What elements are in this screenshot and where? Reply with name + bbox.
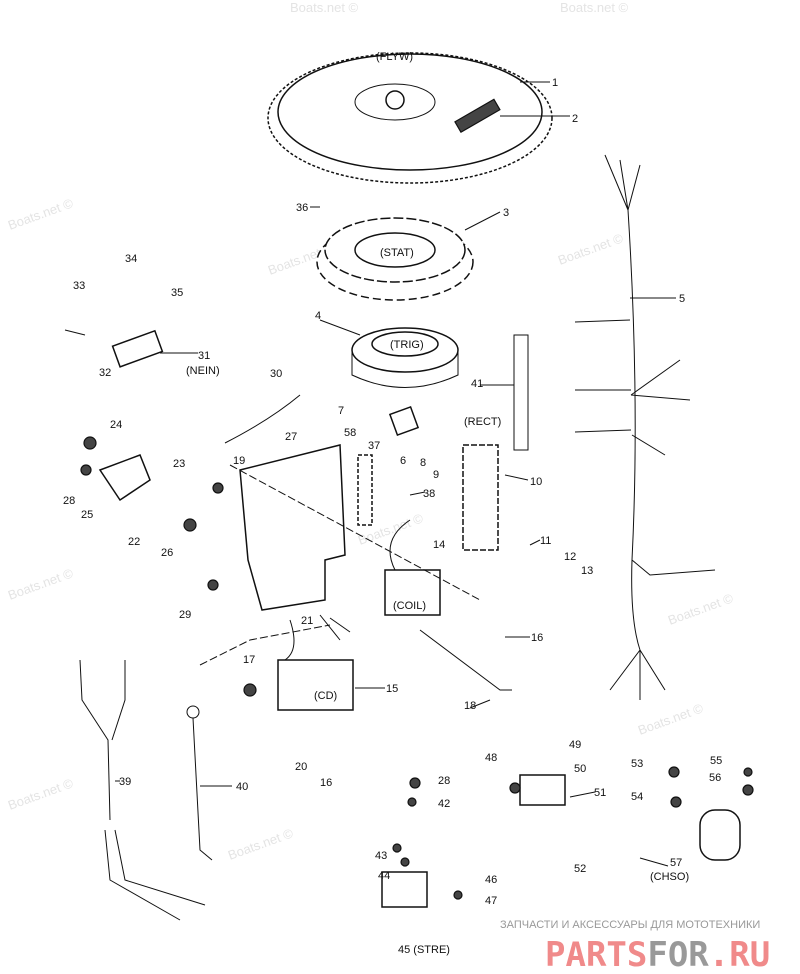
callout-21: 21	[301, 615, 313, 627]
callout-19: 19	[233, 455, 245, 467]
flywheel	[267, 52, 553, 184]
watermark: Boats.net ©	[6, 195, 76, 233]
watermark: Boats.net ©	[290, 0, 359, 15]
ignition-coil	[384, 519, 512, 691]
site-brand: PARTSFOR.RU	[545, 935, 770, 974]
callout-24: 24	[110, 419, 122, 431]
small-parts	[64, 329, 754, 908]
callout-48: 48	[485, 752, 497, 764]
callout-28b: 28	[438, 775, 450, 787]
watermark: Boats.net ©	[6, 775, 76, 813]
callout-38: 38	[423, 488, 435, 500]
callout-18: 18	[464, 700, 476, 712]
callout-27: 27	[285, 431, 297, 443]
watermark: Boats.net ©	[666, 590, 736, 628]
callout-16b: 16	[320, 777, 332, 789]
label-stre: 45 (STRE)	[398, 944, 450, 956]
label-chso: (CHSO)	[650, 871, 689, 883]
callout-15: 15	[386, 683, 398, 695]
callout-33: 33	[73, 280, 85, 292]
watermark: Boats.net ©	[556, 230, 626, 268]
stator	[316, 217, 474, 301]
callout-10: 10	[530, 476, 542, 488]
site-watermark: ЗАПЧАСТИ И АКСЕССУАРЫ ДЛЯ МОТОТЕХНИКИ PA…	[500, 919, 770, 974]
site-tagline: ЗАПЧАСТИ И АКСЕССУАРЫ ДЛЯ МОТОТЕХНИКИ	[500, 919, 760, 931]
callout-39: 39	[119, 776, 131, 788]
label-flyw: (FLYW)	[376, 51, 413, 63]
callout-32: 32	[99, 367, 111, 379]
callout-2: 2	[572, 113, 578, 125]
callout-46: 46	[485, 874, 497, 886]
callout-56: 56	[709, 772, 721, 784]
callout-12: 12	[564, 551, 576, 563]
callout-47: 47	[485, 895, 497, 907]
callouts: 1 2 36 3 5 34 35 33 32 31 4 30 41 7 6 8 …	[63, 77, 722, 907]
part-labels: (FLYW) (STAT) (TRIG) (RECT) (NEIN) (COIL…	[186, 51, 689, 956]
callout-8: 8	[420, 457, 426, 469]
callout-52: 52	[574, 863, 586, 875]
label-rect: (RECT)	[464, 416, 501, 428]
callout-51: 51	[594, 787, 606, 799]
callout-53: 53	[631, 758, 643, 770]
callout-14: 14	[433, 539, 445, 551]
callout-13: 13	[581, 565, 593, 577]
terminal-strip	[357, 454, 373, 526]
callout-54: 54	[631, 791, 643, 803]
callout-29: 29	[179, 609, 191, 621]
callout-25: 25	[81, 509, 93, 521]
callout-5: 5	[679, 293, 685, 305]
callout-55: 55	[710, 755, 722, 767]
callout-37: 37	[368, 440, 380, 452]
watermark: Boats.net ©	[6, 565, 76, 603]
callout-23: 23	[173, 458, 185, 470]
trigger	[351, 327, 459, 388]
callout-42: 42	[438, 798, 450, 810]
callout-16: 16	[531, 632, 543, 644]
callout-40: 40	[236, 781, 248, 793]
callout-17: 17	[243, 654, 255, 666]
callout-57: 57	[670, 857, 682, 869]
callout-3: 3	[503, 207, 509, 219]
callout-1: 1	[552, 77, 558, 89]
callout-58: 58	[344, 427, 356, 439]
callout-20: 20	[295, 761, 307, 773]
callout-49: 49	[569, 739, 581, 751]
cd-module	[277, 659, 354, 711]
callout-50: 50	[574, 763, 586, 775]
rectifier	[388, 405, 420, 437]
label-trig: (TRIG)	[390, 339, 424, 351]
label-stat: (STAT)	[380, 247, 414, 259]
callout-44: 44	[378, 870, 390, 882]
callout-43: 43	[375, 850, 387, 862]
callout-28: 28	[63, 495, 75, 507]
callout-26: 26	[161, 547, 173, 559]
callout-7: 7	[338, 405, 344, 417]
label-cd: (CD)	[314, 690, 337, 702]
callout-22: 22	[128, 536, 140, 548]
label-coil: (COIL)	[393, 600, 426, 612]
mounting-bracket	[239, 444, 346, 611]
callout-34: 34	[125, 253, 137, 265]
callout-6: 6	[400, 455, 406, 467]
callout-41: 41	[471, 378, 483, 390]
callout-31: 31	[198, 350, 210, 362]
strip	[513, 334, 529, 451]
callout-30: 30	[270, 368, 282, 380]
watermark: Boats.net ©	[636, 700, 706, 738]
callout-36: 36	[296, 202, 308, 214]
label-nein: (NEIN)	[186, 365, 220, 377]
watermark: Boats.net ©	[560, 0, 629, 15]
callout-4: 4	[315, 310, 321, 322]
watermark: Boats.net ©	[226, 825, 296, 863]
terminal-block	[462, 444, 499, 551]
callout-9: 9	[433, 469, 439, 481]
callout-11: 11	[540, 535, 551, 547]
callout-35: 35	[171, 287, 183, 299]
